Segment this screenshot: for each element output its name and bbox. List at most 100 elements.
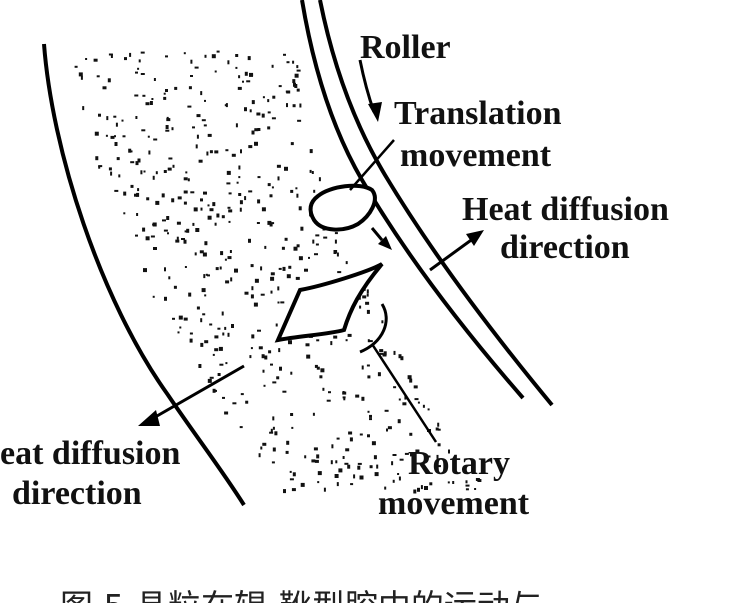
speckle-dot — [429, 482, 433, 486]
speckle-dot — [244, 107, 247, 112]
speckle-dot — [296, 88, 300, 92]
speckle-dot — [135, 161, 139, 166]
speckle-dot — [207, 378, 212, 383]
speckle-dot — [435, 427, 439, 431]
speckle-dot — [286, 103, 288, 108]
speckle-dot — [251, 130, 255, 135]
speckle-dot — [274, 431, 278, 436]
speckle-dot — [267, 220, 272, 225]
speckle-dot — [328, 391, 331, 394]
speckle-dot — [235, 123, 238, 128]
translation-arrow-head — [378, 236, 392, 250]
speckle-dot — [165, 89, 168, 92]
speckle-dot — [306, 354, 311, 359]
speckle-dot — [204, 241, 208, 246]
speckle-dot — [257, 128, 261, 131]
speckle-dot — [209, 150, 213, 154]
speckle-dot — [368, 340, 373, 343]
speckle-dot — [209, 376, 214, 379]
speckle-dot — [200, 318, 203, 323]
speckle-dot — [190, 75, 193, 77]
speckle-dot — [203, 191, 207, 195]
speckle-dot — [413, 385, 418, 389]
speckle-dot — [296, 69, 301, 72]
speckle-dot — [392, 479, 395, 483]
speckle-dot — [345, 261, 348, 265]
speckle-dot — [334, 239, 337, 244]
speckle-dot — [270, 363, 273, 366]
speckle-dot — [178, 315, 183, 320]
speckle-dot — [98, 165, 101, 169]
speckle-dot — [254, 278, 259, 283]
speckle-dot — [192, 222, 195, 226]
speckle-dot — [195, 144, 198, 149]
speckle-dot — [292, 79, 296, 84]
speckle-dot — [248, 145, 253, 149]
speckle-dot — [225, 103, 228, 108]
label-rotary-2: movement — [378, 485, 530, 522]
speckle-dot — [298, 206, 302, 211]
speckle-dot — [404, 452, 409, 455]
speckle-dot — [283, 53, 286, 56]
speckle-dot — [224, 104, 227, 107]
speckle-dot — [326, 399, 331, 402]
speckle-dot — [201, 288, 206, 293]
speckle-dot — [98, 113, 101, 117]
speckle-dot — [204, 99, 206, 102]
speckle-dot — [145, 236, 150, 241]
speckle-dot — [348, 431, 353, 435]
speckle-dot — [235, 66, 238, 69]
speckle-dot — [409, 378, 413, 383]
speckle-dot — [397, 473, 400, 475]
figure-caption: 图 5 晶粒在辊-靴型腔中的运动与 — [60, 587, 543, 603]
speckle-dot — [221, 215, 225, 219]
speckle-dot — [379, 349, 384, 353]
speckle-dot — [140, 73, 145, 75]
speckle-dot — [189, 338, 193, 343]
speckle-dot — [218, 346, 223, 351]
speckle-dot — [142, 227, 146, 232]
speckle-dot — [272, 447, 276, 452]
speckle-dot — [262, 442, 267, 446]
speckle-dot — [296, 193, 299, 198]
speckle-dot — [349, 437, 353, 442]
speckle-dot — [256, 112, 261, 116]
speckle-dot — [347, 333, 352, 337]
speckle-dot — [228, 220, 231, 223]
speckle-dot — [319, 375, 323, 379]
speckle-dot — [238, 75, 241, 79]
speckle-dot — [337, 271, 342, 274]
speckle-dot — [200, 91, 203, 96]
speckle-dot — [122, 135, 126, 138]
speckle-dot — [177, 331, 180, 334]
speckle-dot — [293, 246, 298, 251]
speckle-dot — [292, 472, 296, 477]
speckle-dot — [286, 440, 290, 445]
speckle-dot — [278, 85, 282, 88]
speckle-dot — [342, 391, 345, 394]
speckle-dot — [251, 334, 255, 339]
speckle-dot — [417, 487, 420, 492]
speckle-dot — [296, 244, 300, 248]
speckle-dot — [166, 118, 171, 122]
speckle-dot — [278, 267, 282, 270]
speckle-dot — [114, 189, 119, 192]
speckle-dot — [402, 402, 407, 406]
speckle-dot — [194, 66, 199, 69]
speckle-dot — [183, 201, 187, 205]
speckle-dot — [152, 222, 157, 227]
speckle-dot — [215, 267, 219, 271]
speckle-dot — [420, 485, 423, 490]
speckle-dot — [207, 274, 210, 277]
speckle-dot — [172, 164, 175, 168]
speckle-dot — [155, 200, 160, 205]
speckle-dot — [256, 222, 260, 224]
speckle-dot — [427, 408, 430, 411]
speckle-dot — [137, 158, 141, 163]
speckle-dot — [228, 192, 232, 195]
speckle-dot — [393, 350, 396, 355]
speckle-dot — [200, 207, 203, 211]
speckle-dot — [195, 228, 200, 232]
speckle-dot — [254, 128, 259, 132]
speckle-dot — [311, 171, 314, 174]
